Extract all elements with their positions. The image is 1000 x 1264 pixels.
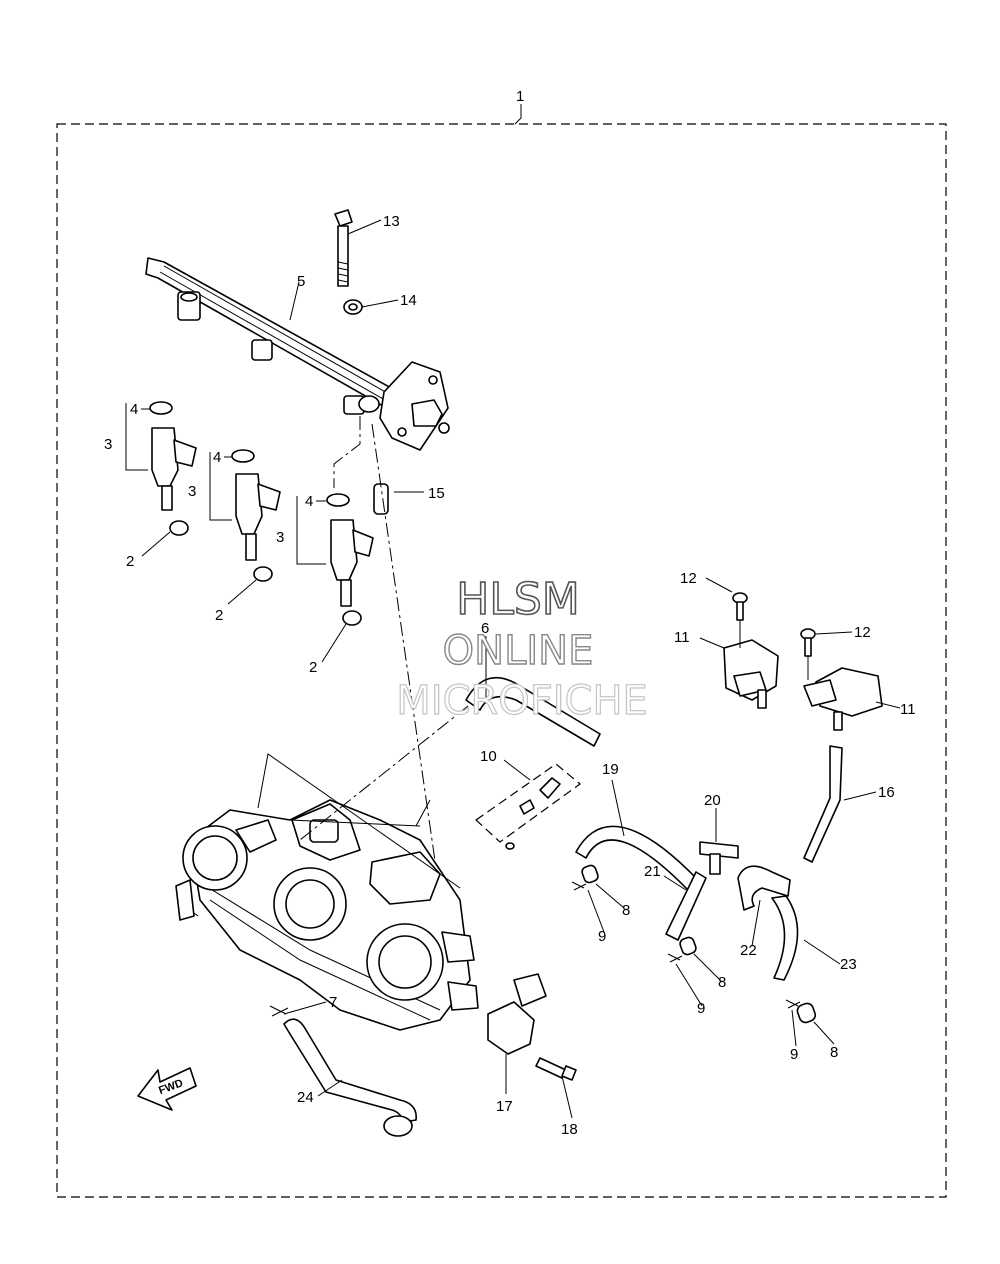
callout-11a: 11 bbox=[674, 629, 690, 646]
callout-21: 21 bbox=[644, 863, 661, 880]
hose-21 bbox=[665, 871, 707, 941]
bolt-assembly-line bbox=[371, 423, 448, 945]
clip-9a bbox=[571, 881, 587, 891]
callout-12b: 12 bbox=[854, 624, 871, 641]
callout-9c: 9 bbox=[790, 1046, 798, 1063]
callout-8a: 8 bbox=[622, 902, 630, 919]
hose-16 bbox=[803, 745, 843, 863]
callout-19: 19 bbox=[602, 761, 619, 778]
callout-16: 16 bbox=[878, 784, 895, 801]
bolt-13 bbox=[334, 209, 353, 287]
watermark: HLSM ONLINE MICROFICHE bbox=[396, 573, 649, 724]
callout-15: 15 bbox=[428, 485, 445, 502]
callout-4a: 4 bbox=[130, 401, 138, 418]
screw-12b bbox=[800, 628, 816, 657]
callout-1: 1 bbox=[516, 88, 524, 105]
callout-leaders bbox=[125, 219, 901, 1119]
injector-2 bbox=[231, 449, 281, 582]
screw-set-10 bbox=[475, 763, 581, 850]
injector-3 bbox=[326, 493, 374, 626]
throttle-sensor-17 bbox=[487, 973, 547, 1055]
callout-7: 7 bbox=[329, 994, 337, 1011]
hose-6 bbox=[465, 676, 601, 747]
callout-20: 20 bbox=[704, 792, 721, 809]
callout-22: 22 bbox=[740, 942, 757, 959]
throttle-body bbox=[175, 799, 479, 1031]
cap-8c bbox=[796, 1002, 817, 1024]
clip-9c bbox=[785, 999, 801, 1009]
callout-6: 6 bbox=[481, 620, 489, 637]
callout-17: 17 bbox=[496, 1098, 513, 1115]
clip-7 bbox=[269, 1005, 289, 1017]
washer-14 bbox=[343, 299, 363, 315]
screw-12a bbox=[732, 592, 748, 621]
callout-9a: 9 bbox=[598, 928, 606, 945]
collar-15 bbox=[373, 483, 389, 515]
callout-2a: 2 bbox=[126, 553, 134, 570]
hose-23 bbox=[771, 895, 799, 981]
callout-2c: 2 bbox=[309, 659, 317, 676]
assembly-leader bbox=[514, 104, 522, 125]
watermark-line-2: ONLINE bbox=[443, 628, 594, 674]
cap-8b bbox=[679, 936, 697, 956]
fuel-rail bbox=[145, 257, 450, 451]
callout-4b: 4 bbox=[213, 449, 221, 466]
injector-1 bbox=[149, 401, 197, 536]
callout-3a: 3 bbox=[104, 436, 112, 453]
callout-5: 5 bbox=[297, 273, 305, 290]
callout-14: 14 bbox=[400, 292, 417, 309]
callout-numbers: 1 13 5 14 4 3 4 3 4 3 15 2 2 2 12 12 11 … bbox=[104, 88, 916, 1138]
callout-9b: 9 bbox=[697, 1000, 705, 1017]
callout-4c: 4 bbox=[305, 493, 313, 510]
hose-22 bbox=[737, 865, 791, 911]
callout-24: 24 bbox=[297, 1089, 314, 1106]
callout-8b: 8 bbox=[718, 974, 726, 991]
callout-23: 23 bbox=[840, 956, 857, 973]
injector-assembly-line bbox=[333, 416, 361, 488]
hose-24-end bbox=[383, 1115, 413, 1137]
callout-13: 13 bbox=[383, 213, 400, 230]
callout-8c: 8 bbox=[830, 1044, 838, 1061]
throttle-body-leader-lines bbox=[257, 753, 461, 889]
callout-12a: 12 bbox=[680, 570, 697, 587]
fwd-arrow-icon: FWD bbox=[137, 1067, 197, 1111]
bolt-18 bbox=[535, 1057, 577, 1081]
callout-3b: 3 bbox=[188, 483, 196, 500]
callout-11b: 11 bbox=[900, 701, 916, 718]
hose-24 bbox=[283, 1018, 417, 1123]
callout-10: 10 bbox=[480, 748, 497, 765]
callout-2b: 2 bbox=[215, 607, 223, 624]
watermark-line-1: HLSM bbox=[456, 574, 580, 625]
clip-9b bbox=[667, 953, 683, 963]
pressure-sensor-11a bbox=[723, 639, 779, 709]
pressure-sensor-11b bbox=[803, 667, 883, 731]
callout-18: 18 bbox=[561, 1121, 578, 1138]
hose-6-line bbox=[299, 705, 469, 841]
callout-3c: 3 bbox=[276, 529, 284, 546]
cap-8a bbox=[581, 864, 599, 884]
sensor-assembly-line bbox=[739, 620, 809, 680]
joint-20 bbox=[699, 841, 739, 875]
watermark-line-3: MICROFICHE bbox=[396, 678, 648, 724]
